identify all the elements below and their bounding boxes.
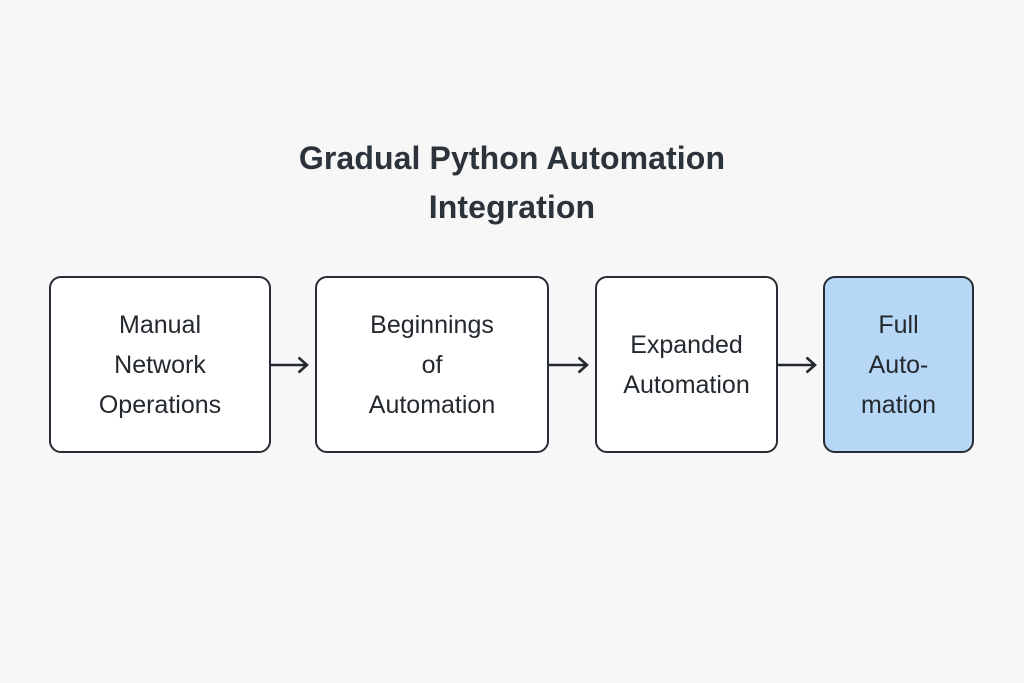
- flow-node-expanded-automation[interactable]: Expanded Automation: [595, 276, 778, 453]
- flow-node-label: Full Auto- mation: [860, 310, 937, 419]
- connector-arrow-2: [778, 350, 823, 380]
- arrow-right-icon: [549, 356, 589, 374]
- arrow-right-icon: [271, 356, 309, 374]
- arrow-right-icon: [778, 356, 817, 374]
- flow-node-label: Beginnings of Automation: [368, 310, 496, 419]
- connector-arrow-1: [549, 350, 595, 380]
- connector-arrow-0: [271, 350, 315, 380]
- flow-node-label: Expanded Automation: [623, 330, 750, 399]
- flowchart-row: Manual Network Operations Beginnings of …: [0, 276, 1024, 453]
- flow-node-full-automation[interactable]: Full Auto- mation: [823, 276, 974, 453]
- flow-node-manual-network-operations[interactable]: Manual Network Operations: [49, 276, 271, 453]
- flow-node-label: Manual Network Operations: [98, 310, 222, 419]
- page-title: Gradual Python Automation Integration: [298, 140, 726, 225]
- flow-node-beginnings-of-automation[interactable]: Beginnings of Automation: [315, 276, 549, 453]
